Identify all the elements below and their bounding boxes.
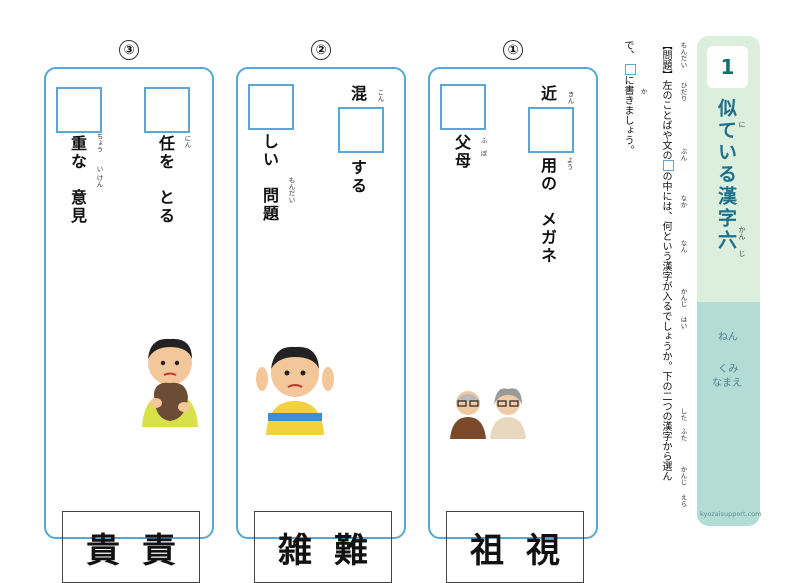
instruction-text-d: に書きましょう。 <box>622 75 633 155</box>
q3-answer-box-left[interactable] <box>56 87 102 133</box>
q2-kanji-before: 混 <box>348 85 367 103</box>
q1-answer-box-left[interactable] <box>440 84 486 130</box>
instruction-ruby: えら <box>679 494 687 507</box>
question-number-2: ② <box>311 40 331 60</box>
q2-choice-box: 雑 難 <box>254 511 392 583</box>
worksheet-number: 1 <box>707 46 748 88</box>
field-year-label: ねん <box>718 332 738 343</box>
field-class-label: くみ <box>718 364 739 375</box>
title-ruby-ni: に <box>738 121 746 128</box>
question-number-3: ③ <box>119 40 139 60</box>
elderly-couple-illustration <box>450 388 526 439</box>
instruction-ruby: なん <box>679 240 687 253</box>
q1-choice-1[interactable]: 祖 <box>470 530 504 571</box>
instruction-line-1: 【問題】左のことばや文のの中には、何という漢字が入るでしょうか。下の二つの漢字か… <box>656 40 675 530</box>
q3-text-right: 任を とる <box>156 135 175 225</box>
title-ruby-kan: かん <box>738 226 746 240</box>
worksheet-title: 似ている漢字六 <box>715 98 737 252</box>
question-card-1: 近 きん 用の メガネ よう 父母 ふ ぼ 祖 視 <box>428 67 598 583</box>
instruction-ruby: か <box>639 88 647 95</box>
worksheet-sidebar: 1 似ている漢字六 に かん じ ねん くみ なまえ <box>697 36 760 526</box>
instruction-line-2: で、 <box>618 40 637 60</box>
q2-ruby-kon: こん <box>376 89 384 102</box>
q2-text-right: する <box>348 159 367 195</box>
field-name-label: なまえ <box>712 378 742 389</box>
q1-kanji-before: 近 <box>538 85 557 103</box>
q3-choice-1[interactable]: 貴 <box>86 530 120 571</box>
instruction-text-b: の中には、何という漢字が入るでしょうか。下の二つの漢字から選ん <box>660 171 671 481</box>
instruction-ruby: かんじ <box>679 288 687 308</box>
instruction-ruby: もんだい <box>679 42 687 68</box>
q1-text-right: 用の メガネ <box>538 157 557 265</box>
question-number-1: ① <box>503 40 523 60</box>
q1-text-left: 父母 <box>452 134 471 170</box>
q1-ruby-you: よう <box>565 157 573 170</box>
instruction-ruby: した <box>679 408 687 421</box>
q1-ruby-fubo: ふ ぼ <box>479 137 487 157</box>
q1-ruby-kin: きん <box>566 91 574 104</box>
q1-choice-2[interactable]: 視 <box>526 530 560 571</box>
q2-answer-box-right[interactable] <box>338 107 384 153</box>
q3-answer-box-right[interactable] <box>144 87 190 133</box>
boy-holding-bag-illustration <box>142 338 198 427</box>
problem-label: 【問題】 <box>660 40 671 80</box>
instruction-line-3: に書きましょう。 <box>618 64 637 155</box>
q2-text-left: しい 問題 <box>260 133 279 223</box>
answer-square-icon <box>662 160 674 171</box>
confused-boy-illustration <box>256 346 334 435</box>
instruction-ruby: なか <box>679 195 687 208</box>
q3-choice-2[interactable]: 責 <box>142 530 176 571</box>
q2-choice-2[interactable]: 難 <box>334 530 368 571</box>
q1-choice-box: 祖 視 <box>446 511 584 583</box>
q3-ruby-chou-iken: ちょう い けん <box>95 133 103 188</box>
q2-choice-1[interactable]: 雑 <box>278 530 312 571</box>
q3-text-left: 重な 意見 <box>68 135 87 225</box>
question-card-2: 混 こん する しい 問題 もんだい 雑 難 <box>236 67 406 583</box>
q2-ruby-mondai: もんだい <box>287 177 295 203</box>
question-card-3: 任を とる にん 重な 意見 ちょう い けん 貴 責 <box>44 67 214 583</box>
instruction-ruby: ぶん <box>679 148 687 161</box>
answer-square-icon <box>624 64 636 75</box>
title-ruby-ji: じ <box>738 250 746 257</box>
instruction-ruby: ひだり <box>679 82 687 102</box>
site-credit: kyozaisupport.com <box>700 510 762 518</box>
instruction-ruby: かんじ <box>679 466 687 486</box>
q2-answer-box-left[interactable] <box>248 84 294 130</box>
q3-choice-box: 貴 責 <box>62 511 200 583</box>
q3-ruby-nin: にん <box>183 135 191 148</box>
q1-answer-box-right[interactable] <box>528 107 574 153</box>
instruction-text-a: 左のことばや文の <box>660 80 671 160</box>
instruction-ruby: はい <box>679 316 687 329</box>
instruction-ruby: ふた <box>679 428 687 441</box>
instruction-text-c: で、 <box>622 40 633 60</box>
